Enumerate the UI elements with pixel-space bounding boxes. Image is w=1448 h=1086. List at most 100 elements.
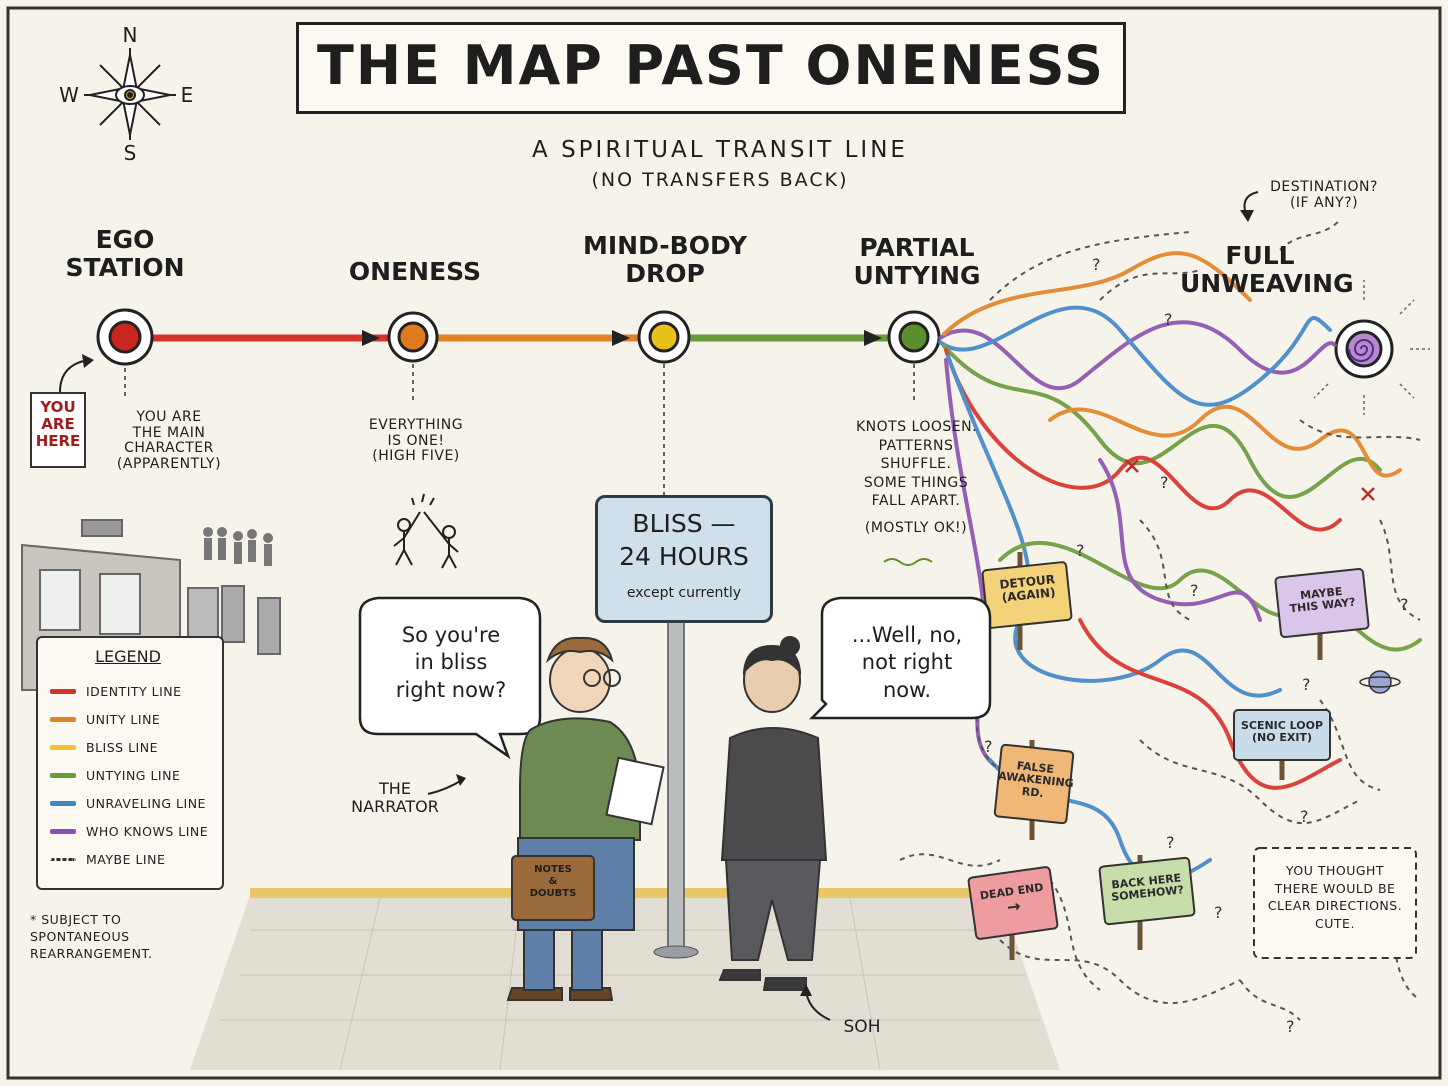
station-circles <box>96 308 1394 379</box>
station-mind-body-line1: MIND-BODY <box>582 231 748 260</box>
legend-swatch-maybe <box>50 857 76 861</box>
ego-note-line2: THE MAIN <box>132 424 206 441</box>
partial-note-line6: (MOSTLY OK!) <box>864 520 968 537</box>
soh-speech-line3: now. <box>882 677 932 702</box>
narrator-speech-line1: So you're <box>401 623 501 647</box>
destination-note: DESTINATION? (IF ANY?) <box>1254 179 1394 211</box>
platform-floor <box>190 895 1060 1070</box>
narrator-speech-line2: in bliss <box>414 650 488 675</box>
sign-false-awakening: FALSE AWAKENING RD. <box>996 758 1075 802</box>
you-are-here-line3: HERE <box>35 431 81 450</box>
partial-note-line3: SHUFFLE. <box>880 456 952 473</box>
bag-label-line3: DOUBTS <box>529 888 577 899</box>
closing-note: YOU THOUGHT THERE WOULD BE CLEAR DIRECTI… <box>1254 862 1416 932</box>
x-marks <box>1125 459 1375 501</box>
narrator-speech-line3: right now? <box>395 677 507 702</box>
title-sign <box>296 22 1126 114</box>
closing-note-line1: YOU THOUGHT <box>1285 863 1385 878</box>
station-partial-line1: PARTIAL <box>859 233 975 262</box>
bliss-sign-line2: 24 HOURS <box>619 542 749 571</box>
compass-west: W <box>59 83 79 107</box>
sign-scenic-line1: SCENIC LOOP <box>1240 719 1324 732</box>
station-ego-line1: EGO <box>95 225 155 254</box>
legend-label-unraveling: UNRAVELING LINE <box>86 795 206 811</box>
bag-label: NOTES & DOUBTS <box>512 864 594 900</box>
footnote-line3: REARRANGEMENT. <box>30 945 153 961</box>
svg-text:?: ? <box>1190 581 1199 600</box>
svg-text:?: ? <box>1400 595 1409 614</box>
bliss-sign-line3: except currently <box>626 585 742 601</box>
svg-text:?: ? <box>984 737 993 756</box>
soh-speech-line1: ...Well, no, <box>851 623 963 647</box>
you-are-here-line2: ARE <box>41 414 75 433</box>
closing-note-line2: THERE WOULD BE <box>1274 880 1396 896</box>
partial-note-line5: FALL APART. <box>871 493 961 510</box>
narrator-speech: So you're in bliss right now? <box>366 622 536 704</box>
legend-swatch-untying <box>50 772 76 778</box>
svg-text:?: ? <box>1166 833 1175 852</box>
ego-note-line1: YOU ARE <box>136 409 202 425</box>
svg-text:?: ? <box>1092 255 1101 274</box>
sign-scenic-line2: (NO EXIT) <box>1251 731 1313 745</box>
partial-note-line1: KNOTS LOOSEN. <box>856 419 978 435</box>
page-border <box>6 6 1442 1080</box>
svg-text:?: ? <box>1300 807 1309 826</box>
destination-note-line1: DESTINATION? <box>1270 179 1378 195</box>
destination-note-line2: (IF ANY?) <box>1289 194 1359 211</box>
oneness-note-line1: EVERYTHING <box>368 417 464 433</box>
station-full-unweaving: FULL UNWEAVING <box>1180 241 1354 298</box>
svg-text:?: ? <box>1302 675 1311 694</box>
legend-label-unity: UNITY LINE <box>86 711 161 727</box>
partial-note-line2: PATTERNS <box>878 437 954 454</box>
soh-speech: ...Well, no, not right now. <box>826 622 988 704</box>
station-full-line2: UNWEAVING <box>1180 269 1354 298</box>
legend-swatch-bliss <box>50 744 76 750</box>
legend-swatch-who-knows <box>50 828 76 834</box>
oneness-note: EVERYTHING IS ONE! (HIGH FIVE) <box>356 417 476 465</box>
compass-east: E <box>180 83 194 107</box>
station-partial-untying: PARTIAL UNTYING <box>832 234 1002 290</box>
legend-item-untying: UNTYING LINE <box>50 765 180 785</box>
svg-text:?: ? <box>1286 1017 1295 1036</box>
narrator-figure <box>506 636 665 1001</box>
ego-note-line3: CHARACTER <box>124 440 214 457</box>
compass-north: N <box>122 23 138 47</box>
svg-text:?: ? <box>1164 310 1173 329</box>
sign-pole <box>667 621 685 953</box>
narrator-label-line2: NARRATOR <box>351 796 439 816</box>
legend-label-who-knows: WHO KNOWS LINE <box>86 823 209 839</box>
station-oneness-line1: ONENESS <box>348 257 482 286</box>
legend-label-bliss: BLISS LINE <box>86 739 158 755</box>
line-arrows <box>362 330 882 346</box>
bliss-sign-line1: BLISS — <box>632 509 736 538</box>
page-title: THE MAP PAST ONENESS <box>317 34 1105 97</box>
planet-icon <box>1359 670 1401 694</box>
ego-station-note: YOU ARE THE MAIN CHARACTER (APPARENTLY) <box>104 409 234 473</box>
oneness-note-line2: IS ONE! <box>387 432 445 449</box>
svg-text:?: ? <box>1076 541 1085 560</box>
legend-title: LEGEND <box>95 647 161 666</box>
bliss-sign <box>595 495 773 623</box>
compass-south: S <box>123 141 137 165</box>
soh-speech-line2: not right <box>861 650 953 675</box>
question-marks: ??? ??? ??? ??? <box>984 255 1409 1036</box>
narrator-label-line1: THE <box>379 779 411 798</box>
subtitle-note: (NO TRANSFERS BACK) <box>591 169 849 191</box>
legend <box>36 636 224 890</box>
legend-item-who-knows: WHO KNOWS LINE <box>50 821 208 841</box>
closing-note-line4: CUTE. <box>1315 915 1355 931</box>
station-full-line1: FULL <box>1225 241 1295 270</box>
station-mind-body-line2: DROP <box>625 259 705 288</box>
legend-item-maybe: MAYBE LINE <box>50 849 165 869</box>
subtitle: A SPIRITUAL TRANSIT LINE <box>532 137 908 163</box>
high-five-figures <box>393 493 459 569</box>
legend-label-identity: IDENTITY LINE <box>86 683 182 699</box>
legend-label-untying: UNTYING LINE <box>86 767 181 783</box>
legend-swatch-unity <box>50 716 76 722</box>
station-ego-line2: STATION <box>65 253 185 282</box>
footnote-line2: SPONTANEOUS <box>30 928 130 944</box>
legend-item-identity: IDENTITY LINE <box>50 681 182 701</box>
station-leaders <box>124 364 915 495</box>
